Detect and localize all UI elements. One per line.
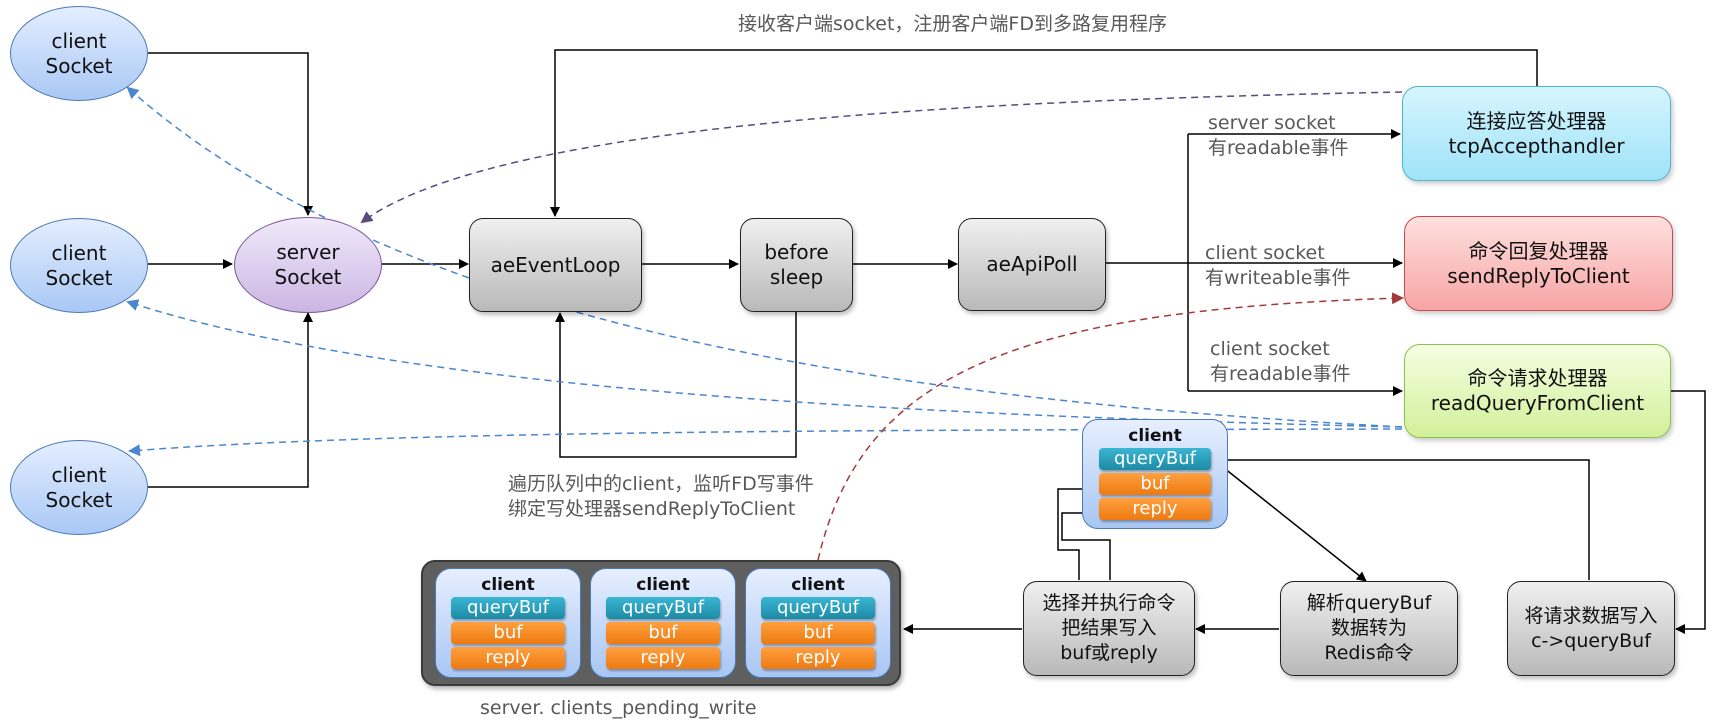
pending-client-2[interactable]: client queryBuf buf reply: [590, 568, 736, 678]
node-label: before: [764, 240, 829, 264]
node-label: sleep: [769, 265, 824, 289]
handler-label: 连接应答处理器: [1466, 108, 1607, 133]
client-struct[interactable]: client queryBuf buf reply: [1082, 419, 1228, 529]
step-label: buf或reply: [1060, 642, 1158, 664]
ae-event-loop-node[interactable]: aeEventLoop: [469, 218, 642, 312]
step-label: c->queryBuf: [1531, 629, 1651, 652]
client-socket-label: Socket: [45, 265, 113, 290]
querybuf-field: queryBuf: [761, 597, 875, 619]
ae-api-poll-node[interactable]: aeApiPoll: [958, 218, 1106, 311]
edge-accept-eventloop: [550, 49, 1538, 217]
handler-label: 命令回复处理器: [1468, 238, 1609, 263]
buf-field: buf: [1099, 473, 1211, 495]
step-label: 数据转为: [1330, 617, 1407, 639]
client-socket-label: Socket: [45, 487, 113, 512]
reply-field: reply: [606, 647, 720, 669]
node-label: aeEventLoop: [490, 252, 621, 277]
server-socket-label: server: [276, 240, 340, 264]
querybuf-field: queryBuf: [1099, 448, 1211, 470]
pending-client-3[interactable]: client queryBuf buf reply: [745, 568, 891, 678]
edge-querybuf-parse: [1213, 459, 1367, 582]
dashed-accept-server: [360, 91, 1403, 224]
client-socket-label: client: [51, 28, 107, 53]
step-label: Redis命令: [1324, 642, 1414, 664]
node-label: aeApiPoll: [986, 252, 1078, 276]
step-label: 将请求数据写入: [1524, 604, 1658, 627]
handler-label: sendReplyToClient: [1447, 263, 1630, 288]
edge-beforesleep-loop: [555, 312, 797, 458]
reply-field: reply: [761, 647, 875, 669]
client-socket-label: client: [51, 240, 107, 265]
dashed-pending-reply: [817, 292, 1404, 561]
edge-client3-server: [148, 312, 313, 488]
client-socket-label: Socket: [45, 53, 113, 78]
accept-note: 接收客户端socket，注册客户端FD到多路复用程序: [738, 13, 1167, 35]
step-label: 解析queryBuf: [1306, 592, 1432, 614]
querybuf-field: queryBuf: [451, 597, 565, 619]
edge-execute-buf: [1057, 484, 1097, 580]
pending-queue-label: server. clients_pending_write: [480, 697, 757, 719]
before-sleep-note: 遍历队列中的client，监听FD写事件绑定写处理器sendReplyToCli…: [508, 473, 814, 520]
querybuf-field: queryBuf: [606, 597, 720, 619]
clients-pending-write-queue[interactable]: client queryBuf buf reply client queryBu…: [421, 560, 901, 686]
edge-read-writequery: [1671, 390, 1706, 634]
step-parse-querybuf[interactable]: 解析queryBuf 数据转为 Redis命令: [1280, 581, 1458, 676]
step-label: 把结果写入: [1061, 617, 1157, 639]
handler-label: tcpAccepthandler: [1448, 133, 1625, 158]
buf-field: buf: [606, 622, 720, 644]
client-title: client: [636, 575, 690, 595]
handler-label: 命令请求处理器: [1467, 366, 1608, 390]
pending-client-1[interactable]: client queryBuf buf reply: [435, 568, 581, 678]
handler-label: readQueryFromClient: [1430, 391, 1645, 415]
buf-field: buf: [451, 622, 565, 644]
server-socket-label: Socket: [274, 265, 342, 289]
client-socket-label: client: [51, 462, 107, 487]
client-title: client: [481, 575, 535, 595]
edge-writequery-querybuf: [1213, 455, 1590, 580]
step-execute-command[interactable]: 选择并执行命令把结果写入 buf或reply: [1023, 581, 1195, 676]
client-title: client: [1128, 426, 1182, 446]
client-title: client: [791, 575, 845, 595]
step-label: 选择并执行命令: [1042, 592, 1176, 614]
reply-field: reply: [451, 647, 565, 669]
buf-field: buf: [761, 622, 875, 644]
edge-execute-reply: [1061, 508, 1111, 580]
reply-field: reply: [1099, 498, 1211, 520]
edge-client1-server: [148, 52, 313, 216]
